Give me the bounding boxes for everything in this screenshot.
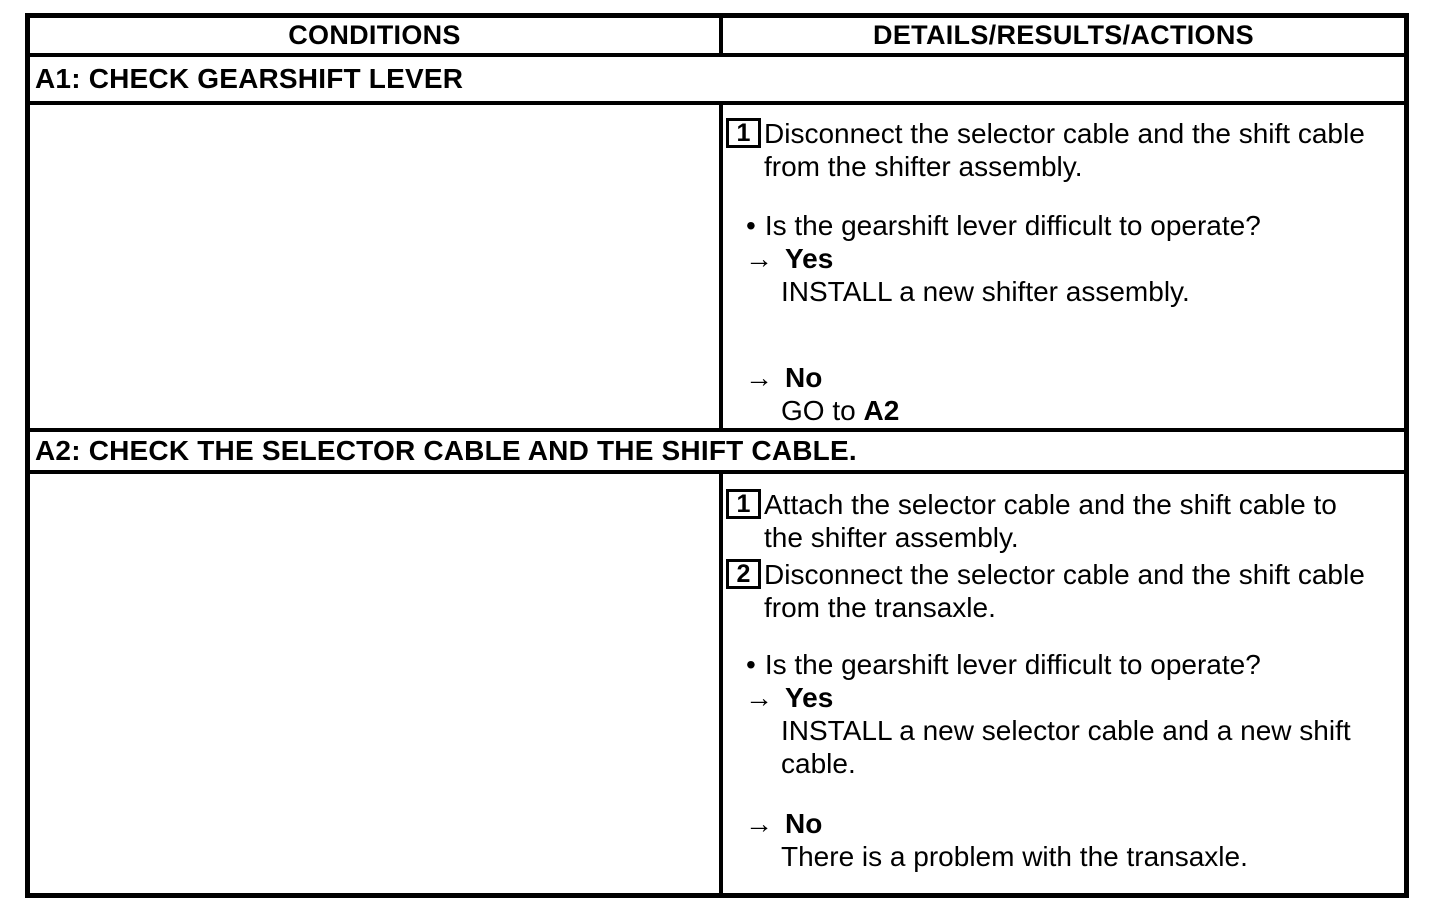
a2-no-branch: → No: [723, 807, 1404, 840]
yes-label: Yes: [785, 243, 834, 274]
diagnostic-table: CONDITIONS DETAILS/RESULTS/ACTIONS A1: C…: [25, 13, 1409, 898]
step-text: Disconnect the selector cable and the sh…: [764, 559, 1365, 623]
arrow-icon: →: [745, 362, 773, 393]
arrow-icon: →: [745, 808, 773, 839]
a1-body-row: 1 Disconnect the selector cable and the …: [30, 105, 1404, 432]
step-number-box: 1: [726, 489, 761, 519]
a2-conditions-cell: [30, 474, 723, 893]
column-header-conditions: CONDITIONS: [30, 18, 723, 53]
a2-question-line: • Is the gearshift lever difficult to op…: [723, 648, 1404, 681]
spacer: [723, 780, 1404, 807]
spacer: [723, 183, 1404, 209]
a1-details-cell: 1 Disconnect the selector cable and the …: [723, 105, 1404, 428]
a1-no-action: GO to A2: [781, 394, 1381, 427]
yes-label: Yes: [785, 682, 834, 713]
a1-no-branch: → No: [723, 361, 1404, 394]
a1-yes-action: INSTALL a new shifter assembly.: [781, 276, 1190, 307]
no-label: No: [785, 362, 823, 393]
bullet-icon: •: [746, 649, 756, 680]
spacer: [723, 624, 1404, 648]
no-action-prefix: GO to: [781, 395, 864, 426]
a1-yes-branch: → Yes: [723, 242, 1404, 275]
step-text: Disconnect the selector cable and the sh…: [764, 118, 1365, 182]
column-header-details-results-actions: DETAILS/RESULTS/ACTIONS: [873, 20, 1254, 50]
question-text: Is the gearshift lever difficult to oper…: [764, 649, 1261, 680]
no-action-target: A2: [863, 395, 900, 426]
a2-details-cell: 1 Attach the selector cable and the shif…: [723, 474, 1404, 893]
a2-body-row: 1 Attach the selector cable and the shif…: [30, 474, 1404, 893]
no-label: No: [785, 808, 823, 839]
a2-step-1: 1 Attach the selector cable and the shif…: [723, 488, 1404, 554]
question-text: Is the gearshift lever difficult to oper…: [764, 210, 1261, 241]
step-number-box: 2: [726, 559, 761, 589]
step-text: Attach the selector cable and the shift …: [764, 489, 1337, 553]
a1-question-line: • Is the gearshift lever difficult to op…: [723, 209, 1404, 242]
a2-yes-branch: → Yes: [723, 681, 1404, 714]
a2-step-2: 2 Disconnect the selector cable and the …: [723, 558, 1404, 624]
table-header-row: CONDITIONS DETAILS/RESULTS/ACTIONS: [30, 18, 1404, 57]
section-a2-header-row: A2: CHECK THE SELECTOR CABLE AND THE SHI…: [30, 432, 1404, 474]
a1-step-1: 1 Disconnect the selector cable and the …: [723, 117, 1404, 183]
section-a2-title: A2: CHECK THE SELECTOR CABLE AND THE SHI…: [35, 435, 857, 466]
section-a1-header-row: A1: CHECK GEARSHIFT LEVER: [30, 57, 1404, 105]
arrow-icon: →: [745, 243, 773, 274]
a2-yes-action: INSTALL a new selector cable and a new s…: [781, 715, 1351, 779]
bullet-icon: •: [746, 210, 756, 241]
spacer: [723, 308, 1404, 361]
a2-no-action: There is a problem with the transaxle.: [781, 841, 1248, 872]
section-a1-title: A1: CHECK GEARSHIFT LEVER: [35, 63, 464, 94]
a1-conditions-cell: [30, 105, 723, 428]
step-number-box: 1: [726, 118, 761, 148]
arrow-icon: →: [745, 682, 773, 713]
